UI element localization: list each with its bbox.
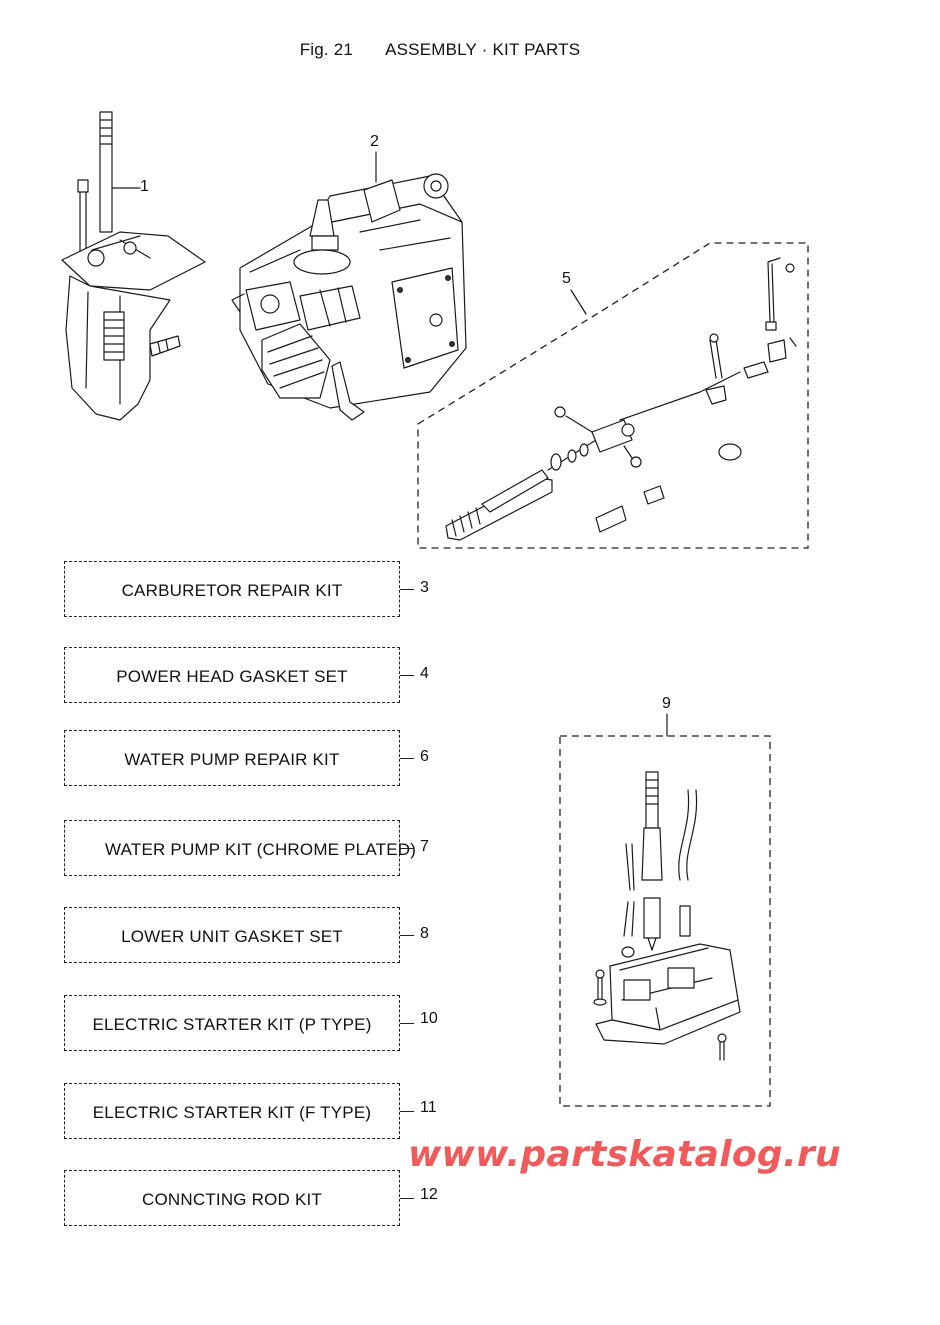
kit-label: CONNCTING ROD KIT xyxy=(141,1190,322,1209)
callout-number-2: 2 xyxy=(370,133,379,150)
callout-number-5: 5 xyxy=(562,270,571,287)
callout-number-9: 9 xyxy=(662,695,671,712)
tiller-kit-boundary xyxy=(417,242,809,549)
lower-unit-illustration xyxy=(61,111,206,421)
kit-label: ELECTRIC STARTER KIT (F TYPE) xyxy=(92,1103,372,1122)
kit-leader-line xyxy=(400,935,414,936)
figure-title: Fig. 21 ASSEMBLY · KIT PARTS xyxy=(0,40,880,60)
kit-leader-line xyxy=(400,1023,414,1024)
figure-heading: ASSEMBLY · KIT PARTS xyxy=(385,40,581,59)
kit-box-electric-starter-f: ELECTRIC STARTER KIT (F TYPE) xyxy=(64,1083,400,1139)
kit-label: WATER PUMP KIT (CHROME PLATED) xyxy=(105,840,417,859)
kit-box-electric-starter-p: ELECTRIC STARTER KIT (P TYPE) xyxy=(64,995,400,1051)
kit-label: ELECTRIC STARTER KIT (P TYPE) xyxy=(92,1015,372,1034)
kit-number: 12 xyxy=(420,1186,438,1203)
kit-number: 7 xyxy=(420,838,429,855)
kit-number: 10 xyxy=(420,1010,438,1027)
kit-box-lower-unit-gasket: LOWER UNIT GASKET SET xyxy=(64,907,400,963)
kit-number: 3 xyxy=(420,579,429,596)
kit-leader-line xyxy=(400,848,414,849)
tiller-handle-illustration xyxy=(417,242,809,549)
watermark-text: www.partskatalog.ru xyxy=(408,1134,841,1175)
kit-number: 8 xyxy=(420,925,429,942)
kit-label: POWER HEAD GASKET SET xyxy=(116,667,348,686)
power-head-illustration xyxy=(231,151,467,421)
kit-number: 4 xyxy=(420,665,429,682)
drive-shaft-housing-illustration xyxy=(559,713,771,1107)
callout-leader-5 xyxy=(570,289,587,315)
kit-leader-line xyxy=(400,1198,414,1199)
kit-box-connecting-rod: CONNCTING ROD KIT xyxy=(64,1170,400,1226)
kit-box-power-head-gasket: POWER HEAD GASKET SET xyxy=(64,647,400,703)
kit-box-carburetor-repair: CARBURETOR REPAIR KIT xyxy=(64,561,400,617)
kit-number: 6 xyxy=(420,748,429,765)
kit-label: CARBURETOR REPAIR KIT xyxy=(121,581,343,600)
figure-number: Fig. 21 xyxy=(299,40,354,59)
kit-box-water-pump-repair: WATER PUMP REPAIR KIT xyxy=(64,730,400,786)
drive-shaft-kit-boundary xyxy=(559,735,771,1107)
kit-label: LOWER UNIT GASKET SET xyxy=(121,927,343,946)
kit-box-water-pump-chrome: WATER PUMP KIT (CHROME PLATED) xyxy=(64,820,416,876)
kit-number: 11 xyxy=(420,1099,437,1116)
callout-number-1: 1 xyxy=(140,178,149,195)
kit-leader-line xyxy=(400,675,414,676)
kit-label: WATER PUMP REPAIR KIT xyxy=(124,750,340,769)
kit-leader-line xyxy=(400,589,414,590)
kit-leader-line xyxy=(400,1111,414,1112)
kit-leader-line xyxy=(400,758,414,759)
